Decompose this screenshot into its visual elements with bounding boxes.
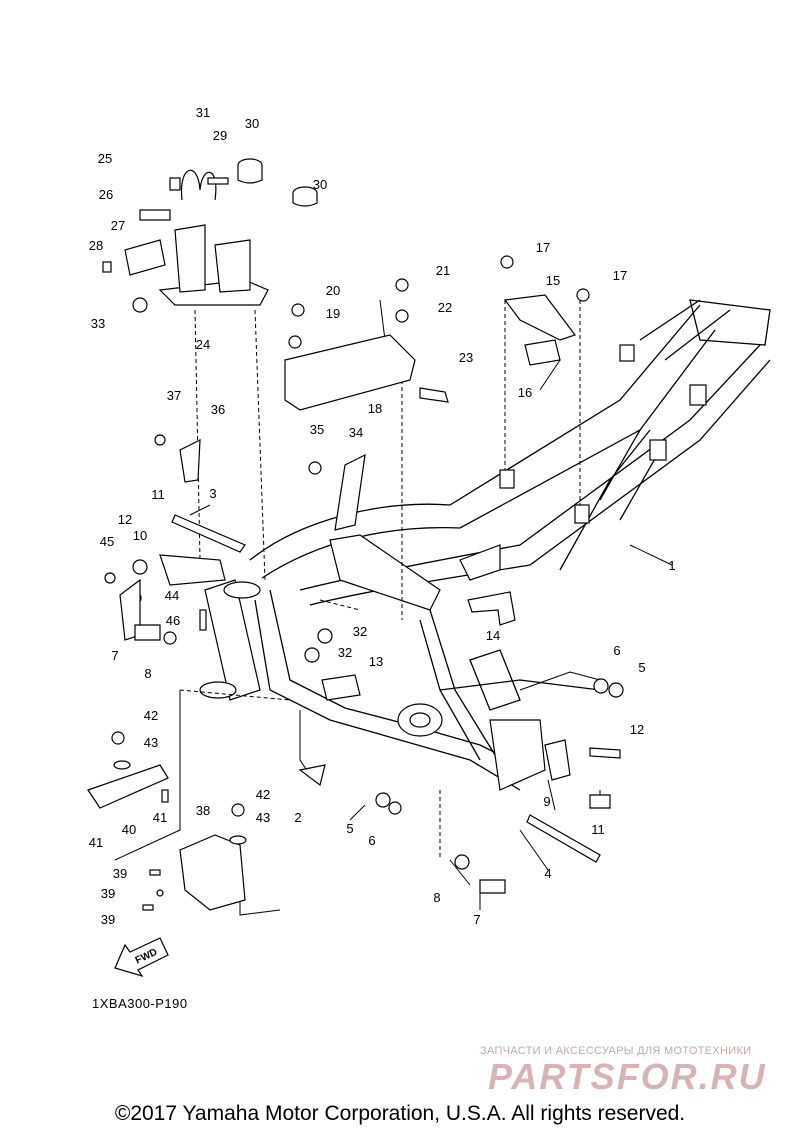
callout-15: 15 — [546, 273, 560, 288]
callout-40: 40 — [122, 822, 136, 837]
callout-42: 42 — [256, 787, 270, 802]
callout-21: 21 — [436, 263, 450, 278]
callout-44: 44 — [165, 588, 179, 603]
small-parts — [87, 158, 624, 911]
callout-43: 43 — [256, 810, 270, 825]
callout-30: 30 — [313, 177, 327, 192]
callout-19: 19 — [326, 306, 340, 321]
diagram-code: 1XBA300-P190 — [92, 996, 188, 1011]
callout-10: 10 — [133, 528, 147, 543]
callout-31: 31 — [196, 105, 210, 120]
callout-39: 39 — [101, 886, 115, 901]
callout-5: 5 — [346, 821, 353, 836]
callout-27: 27 — [111, 218, 125, 233]
callout-17: 17 — [613, 268, 627, 283]
callout-29: 29 — [213, 128, 227, 143]
callout-20: 20 — [326, 283, 340, 298]
callout-25: 25 — [98, 151, 112, 166]
callout-24: 24 — [196, 337, 210, 352]
callout-42: 42 — [144, 708, 158, 723]
callout-33: 33 — [91, 316, 105, 331]
callout-12: 12 — [118, 512, 132, 527]
watermark-subtitle: ЗАПЧАСТИ И АКСЕССУАРЫ ДЛЯ МОТОТЕХНИКИ — [480, 1045, 752, 1057]
callout-labels: 1234556677889101111121213141516171718192… — [89, 105, 676, 927]
callout-4: 4 — [544, 866, 551, 881]
callout-32: 32 — [338, 645, 352, 660]
callout-41: 41 — [89, 835, 103, 850]
callout-18: 18 — [368, 401, 382, 416]
watermark-logo: PARTSFOR.RU — [488, 1056, 767, 1097]
leader-lines — [114, 299, 673, 916]
callout-17: 17 — [536, 240, 550, 255]
callout-6: 6 — [613, 643, 620, 658]
callout-37: 37 — [167, 388, 181, 403]
callout-5: 5 — [638, 660, 645, 675]
callout-35: 35 — [310, 422, 324, 437]
callout-41: 41 — [153, 810, 167, 825]
callout-11: 11 — [591, 822, 605, 837]
callout-9: 9 — [543, 794, 550, 809]
callout-32: 32 — [353, 624, 367, 639]
callout-13: 13 — [369, 654, 383, 669]
copyright-notice: ©2017 Yamaha Motor Corporation, U.S.A. A… — [114, 1102, 686, 1125]
fwd-arrow: FWD — [114, 937, 169, 978]
callout-22: 22 — [438, 300, 452, 315]
callout-16: 16 — [518, 385, 532, 400]
callout-26: 26 — [99, 187, 113, 202]
callout-45: 45 — [100, 534, 114, 549]
callout-6: 6 — [368, 833, 375, 848]
callout-28: 28 — [89, 238, 103, 253]
callout-8: 8 — [433, 890, 440, 905]
callout-34: 34 — [349, 425, 363, 440]
callout-11: 11 — [151, 487, 165, 502]
callout-39: 39 — [101, 912, 115, 927]
callout-1: 1 — [668, 558, 675, 573]
callout-38: 38 — [196, 803, 210, 818]
callout-7: 7 — [111, 648, 118, 663]
callout-2: 2 — [294, 810, 301, 825]
callout-8: 8 — [144, 666, 151, 681]
callout-12: 12 — [630, 722, 644, 737]
callout-39: 39 — [113, 866, 127, 881]
callout-43: 43 — [144, 735, 158, 750]
callout-3: 3 — [209, 486, 216, 501]
callout-46: 46 — [166, 613, 180, 628]
main-frame — [199, 299, 771, 791]
callout-7: 7 — [473, 912, 480, 927]
callout-30: 30 — [245, 116, 259, 131]
callout-23: 23 — [459, 350, 473, 365]
callout-36: 36 — [211, 402, 225, 417]
callout-14: 14 — [486, 628, 500, 643]
